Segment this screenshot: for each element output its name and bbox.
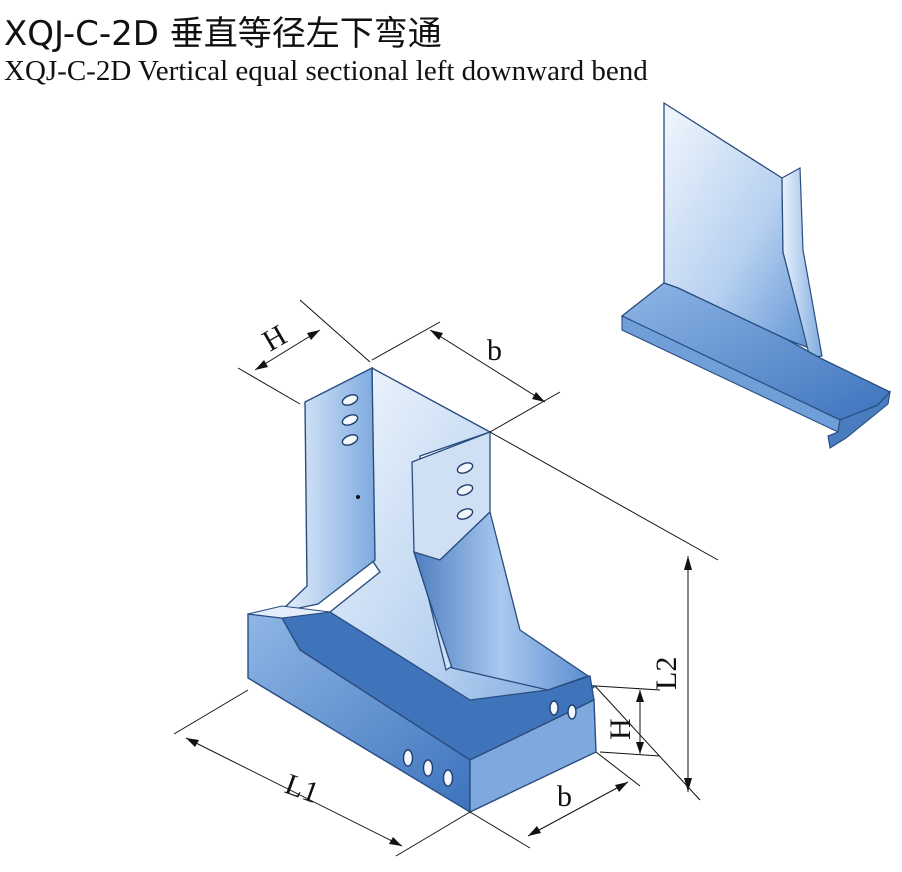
inset-piece	[620, 101, 892, 449]
slots-left-rail	[341, 394, 359, 446]
dimension-arrows	[186, 330, 692, 846]
dimension-lines	[173, 299, 719, 857]
dim-label-l2: L2	[650, 657, 683, 690]
inset-flange-end	[827, 390, 891, 449]
left-rail	[277, 366, 376, 614]
main-bend	[247, 366, 597, 814]
trough-lip	[247, 605, 331, 619]
slots-trough-end	[549, 700, 577, 720]
dim-label-b-top: b	[487, 334, 502, 367]
dim-label-h-right: H	[604, 718, 637, 740]
title-english: XQJ-C-2D Vertical equal sectional left d…	[4, 55, 648, 87]
rivet-mark	[356, 495, 360, 499]
dim-label-h-top: H	[257, 319, 292, 358]
dim-label-b-bottom: b	[557, 780, 572, 813]
slots-inner-riser	[456, 462, 474, 520]
slots-trough-front	[402, 749, 454, 787]
title-chinese: XQJ-C-2D 垂直等径左下弯通	[4, 14, 442, 54]
